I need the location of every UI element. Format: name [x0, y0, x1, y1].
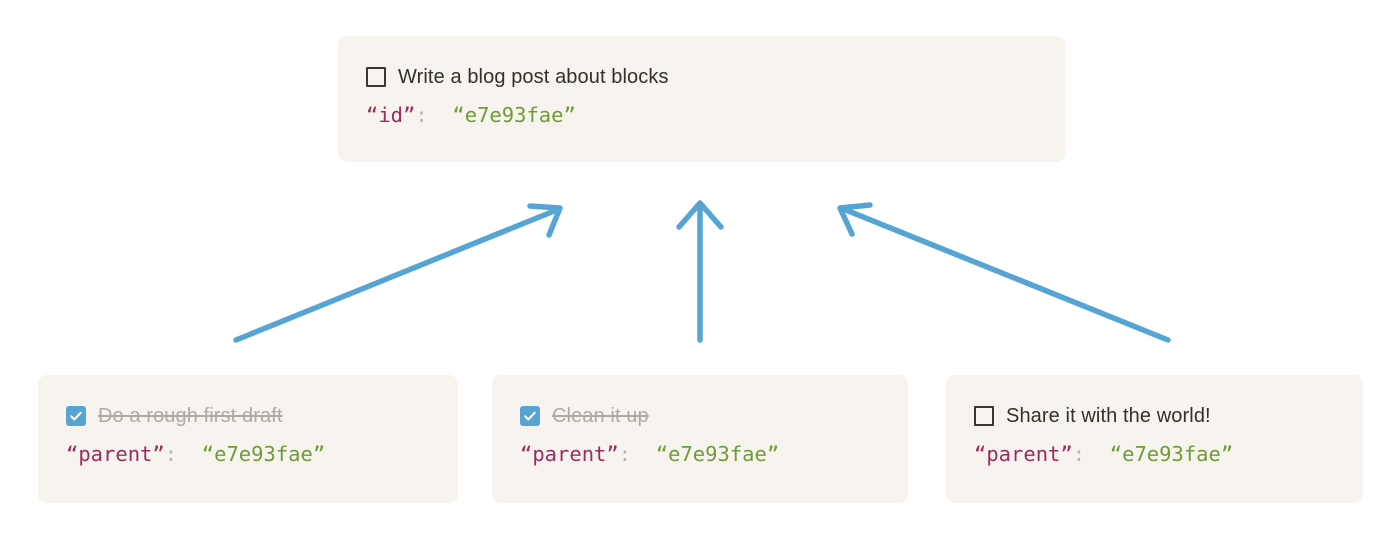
card-content: Do a rough first draft “parent”: “e7e93f…	[66, 403, 442, 467]
json-line: “parent”: “e7e93fae”	[66, 441, 442, 467]
json-line: “id”: “e7e93fae”	[366, 102, 1049, 128]
json-value: “e7e93fae”	[452, 103, 576, 127]
json-colon: :	[618, 442, 632, 466]
task-line: Do a rough first draft	[66, 403, 442, 429]
task-label: Write a blog post about blocks	[398, 66, 669, 88]
block-card-root[interactable]: Write a blog post about blocks “id”: “e7…	[338, 36, 1065, 162]
arrow-draft-to-root	[233, 203, 563, 343]
json-key: “parent”	[66, 442, 165, 466]
block-card-draft[interactable]: Do a rough first draft “parent”: “e7e93f…	[38, 375, 458, 503]
block-card-share[interactable]: Share it with the world! “parent”: “e7e9…	[946, 375, 1363, 503]
arrow-clean-to-root	[676, 200, 724, 343]
task-label: Share it with the world!	[1006, 405, 1211, 427]
json-line: “parent”: “e7e93fae”	[520, 441, 892, 467]
card-content: Clean it up “parent”: “e7e93fae”	[520, 403, 892, 467]
card-content: Share it with the world! “parent”: “e7e9…	[974, 403, 1347, 467]
json-value: “e7e93fae”	[655, 442, 780, 466]
json-value: “e7e93fae”	[1109, 442, 1234, 466]
task-label: Clean it up	[552, 405, 649, 427]
task-line: Clean it up	[520, 403, 892, 429]
checkbox-checked-icon[interactable]	[520, 406, 540, 426]
json-colon: :	[415, 103, 428, 127]
json-colon: :	[164, 442, 178, 466]
json-line: “parent”: “e7e93fae”	[974, 441, 1347, 467]
task-line: Write a blog post about blocks	[366, 64, 1049, 90]
json-value: “e7e93fae”	[201, 442, 326, 466]
block-card-clean[interactable]: Clean it up “parent”: “e7e93fae”	[492, 375, 908, 503]
card-content: Write a blog post about blocks “id”: “e7…	[366, 64, 1049, 128]
task-label: Do a rough first draft	[98, 405, 283, 427]
json-key: “parent”	[520, 442, 619, 466]
arrow-share-to-root	[837, 202, 1171, 343]
checkbox-checked-icon[interactable]	[66, 406, 86, 426]
json-key: “id”	[366, 103, 416, 127]
task-line: Share it with the world!	[974, 403, 1347, 429]
checkbox-empty-icon[interactable]	[974, 406, 994, 426]
json-key: “parent”	[974, 442, 1073, 466]
json-colon: :	[1072, 442, 1086, 466]
checkbox-empty-icon[interactable]	[366, 67, 386, 87]
